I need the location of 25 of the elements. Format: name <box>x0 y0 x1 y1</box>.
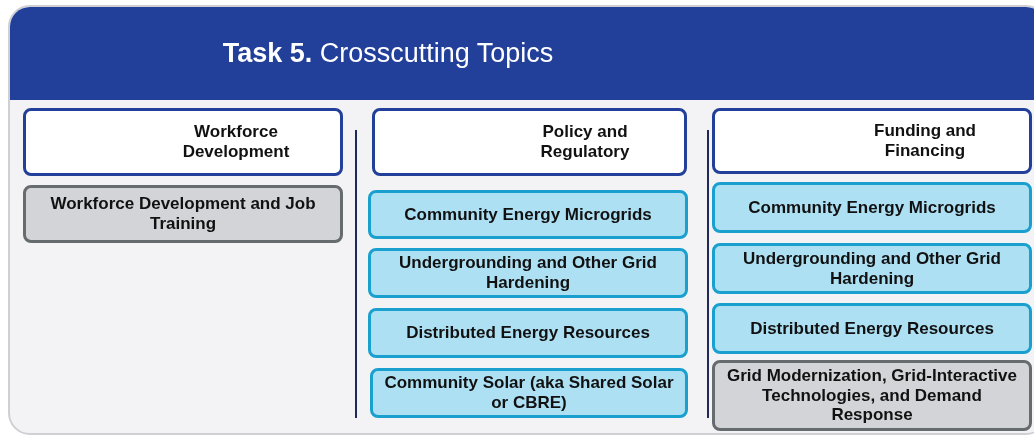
topic-box <box>368 308 688 358</box>
box-label: Undergrounding and Other Grid Hardening <box>742 248 1002 289</box>
box-label: Workforce Development and Job Training <box>49 194 317 234</box>
column-header <box>712 108 1032 174</box>
box-label: Distributed Energy Resources <box>405 323 651 343</box>
column-header <box>372 108 687 176</box>
topic-box <box>712 243 1032 294</box>
box-label: Undergrounding and Other Grid Hardening <box>398 253 658 293</box>
box-label: Distributed Energy Resources <box>749 318 995 339</box>
box-label: Community Energy Microgrids <box>747 197 997 218</box>
box-label: Community Solar (aka Shared Solar or CBRE) <box>383 373 675 413</box>
title: Task 5. Crosscutting Topics <box>222 38 554 69</box>
box-label: Grid Modernization, Grid-Interactive Technologies, and Demand Response <box>726 366 1018 425</box>
topic-box <box>712 182 1032 233</box>
topic-box <box>368 248 688 298</box>
box-label: Community Energy Microgrids <box>403 204 653 225</box>
box-label: Workforce Development <box>181 122 291 162</box>
topic-box <box>712 303 1032 354</box>
column-header <box>23 108 343 176</box>
box-label: Policy and Regulatory <box>539 122 631 162</box>
topic-box <box>712 360 1032 431</box>
topic-box <box>23 185 343 243</box>
topic-box <box>368 190 688 239</box>
topic-box <box>370 368 688 418</box>
box-label: Funding and Financing <box>873 121 977 161</box>
